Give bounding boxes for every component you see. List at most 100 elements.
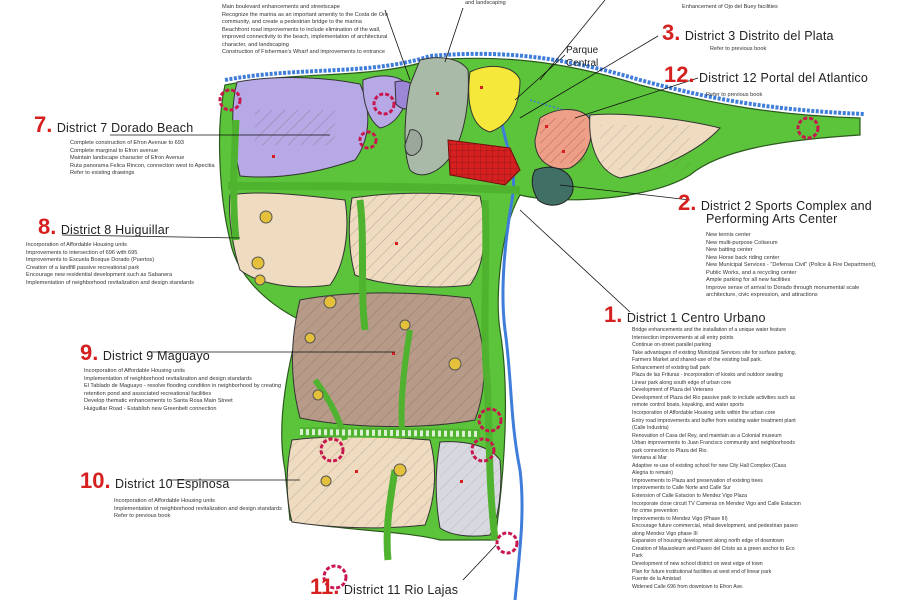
district-9-notes: Incorporation of Affordable Housing unit… bbox=[84, 368, 281, 413]
district-name: District 8 Huiguillar bbox=[60, 223, 170, 237]
note-line: and landscaping bbox=[465, 0, 506, 6]
district-number: 12. bbox=[664, 62, 695, 87]
note-line: Extension of Calle Estacion to Mendez Vi… bbox=[632, 493, 747, 500]
district-number: 8. bbox=[38, 214, 57, 239]
note-line: for crime prevention bbox=[632, 508, 678, 515]
note-line: Ventana al Mar bbox=[632, 455, 667, 462]
note-line: Encourage new residential development su… bbox=[26, 272, 173, 278]
district-8-notes: Incorporation of Affordable Housing unit… bbox=[26, 242, 194, 287]
note-line: Beachfront road improvements to include … bbox=[222, 26, 381, 33]
top-notes-right: Enhancement of Ojo del Buey facilities bbox=[682, 4, 778, 12]
note-line: Huiguillar Road - Establish new Greenbel… bbox=[84, 405, 217, 412]
district-name: District 2 Sports Complex and bbox=[700, 199, 872, 213]
note-line: Renovation of Casa del Rey, and maintain… bbox=[632, 432, 782, 439]
greenway-east bbox=[481, 199, 499, 541]
parque-central-label: Parque Central bbox=[566, 44, 598, 70]
note-line: Improvements to Mendez Vigo (Phase III) bbox=[632, 515, 728, 522]
note-line: Construction of Fisherman's Wharf and im… bbox=[222, 49, 386, 55]
note-line: Development of Plaza del Rio passive par… bbox=[632, 394, 796, 401]
note-line: Improvements to Calle Norte and Calle Su… bbox=[632, 485, 731, 492]
facility-markers bbox=[251, 210, 462, 487]
yellow-area bbox=[468, 65, 521, 133]
note-line: Incorporate close circuit TV Cameras on … bbox=[632, 500, 801, 507]
note-line: Adaptive re-use of existing school for n… bbox=[632, 462, 786, 469]
note-line: Incorporation of Affordable Housing unit… bbox=[84, 368, 185, 374]
district-name: District 7 Dorado Beach bbox=[56, 121, 194, 135]
note-line: Maintain landscape character of Efron Av… bbox=[70, 155, 185, 161]
district-number: 2. bbox=[678, 190, 697, 215]
note-line: Improve sense of arrival to Dorado throu… bbox=[706, 284, 860, 291]
note-line: character, and landscaping bbox=[222, 41, 289, 48]
district-7-label: 7. District 7 Dorado Beach bbox=[34, 112, 193, 138]
note-line: Enhancement of Ojo del Buey facilities bbox=[682, 4, 778, 10]
note-line: Recognize the marina as an important ame… bbox=[222, 11, 389, 18]
note-line: Ample parking for all new facilities bbox=[706, 277, 791, 283]
note-line: Plaza de las Frituras - incorporation of… bbox=[632, 372, 783, 379]
note-line: Main boulevard enhancements and streetsc… bbox=[222, 4, 340, 10]
district-2-label: 2. District 2 Sports Complex and bbox=[678, 190, 872, 216]
top-notes-center: and landscaping bbox=[465, 0, 506, 8]
district-1-label: 1. District 1 Centro Urbano bbox=[604, 302, 766, 328]
note-line: Incorporation of Affordable Housing unit… bbox=[26, 242, 127, 248]
note-line: Expansion of housing development along n… bbox=[632, 538, 784, 545]
note-line: Improvements to Escuela Bosque Dorado (P… bbox=[26, 257, 155, 263]
note-line: New tennis center bbox=[706, 232, 751, 238]
note-line: Urban improvements to Juan Francisco com… bbox=[632, 440, 795, 447]
gray-blob bbox=[404, 129, 423, 156]
district-9-label: 9. District 9 Maguayo bbox=[80, 340, 210, 366]
parque-line: Parque bbox=[566, 45, 599, 56]
district-2-area bbox=[531, 166, 574, 206]
greenway-mid bbox=[398, 329, 413, 431]
district-12-label: 12. District 12 Portal del Atlantico bbox=[664, 62, 868, 88]
note-line: Refer to previous book bbox=[710, 46, 767, 52]
district-10-notes: Incorporation of Affordable Housing unit… bbox=[114, 498, 282, 521]
district-markers bbox=[272, 86, 565, 483]
note-line: Development of Plaza del Veterano bbox=[632, 387, 714, 394]
note-line: Improvements to Plaza and preservation o… bbox=[632, 477, 763, 484]
note-line: New Municipal Services - "Defensa Civil"… bbox=[706, 262, 877, 268]
district-3-label: 3. District 3 Distrito del Plata bbox=[662, 20, 834, 46]
note-line: Plan for future institutional facilities… bbox=[632, 568, 772, 575]
north-road bbox=[227, 182, 521, 194]
greenway-west bbox=[230, 119, 240, 241]
district-11-label: 11. District 11 Rio Lajas bbox=[310, 574, 458, 600]
district-number: 1. bbox=[604, 302, 623, 327]
note-line: Implementation of neighborhood revitaliz… bbox=[84, 375, 252, 382]
note-line: New Horse back riding center bbox=[706, 254, 780, 261]
district-12-notes: Refer to previous book bbox=[706, 92, 762, 100]
note-line: Incorporation of Affordable Housing unit… bbox=[632, 410, 776, 417]
note-line: Ruta panorama Felica Rincon, connection … bbox=[70, 162, 215, 169]
note-line: Refer to existing drawings bbox=[70, 170, 135, 176]
district-3-notes: Refer to previous book bbox=[710, 46, 766, 54]
note-line: Improvements to intersection of 696 with… bbox=[26, 249, 138, 256]
district-8-label: 8. District 8 Huiguillar bbox=[38, 214, 169, 240]
note-line: Complete construction of Efron Avenue to… bbox=[70, 140, 185, 146]
note-line: improved connectivity to the beach, impl… bbox=[222, 34, 388, 40]
note-line: Complete marginal to Efron avenue bbox=[70, 147, 158, 154]
note-line: Encourage future commercial, retail deve… bbox=[632, 523, 798, 530]
district-8-area bbox=[229, 192, 348, 288]
note-line: Continue on-street parallel parking bbox=[632, 342, 712, 349]
district-name: District 9 Maguayo bbox=[102, 349, 210, 363]
note-line: Development of new school district on we… bbox=[632, 560, 763, 567]
note-line: Bridge enhancements and the installation… bbox=[632, 327, 786, 333]
note-line: (Calle Industria) bbox=[632, 425, 669, 432]
note-line: Intersection improvements at all entry p… bbox=[632, 334, 734, 341]
coastline bbox=[224, 51, 866, 116]
greenway-center bbox=[356, 199, 369, 331]
note-line: architecture, civic expression, and attr… bbox=[706, 292, 818, 298]
note-line: Implementation of neighborhood revitaliz… bbox=[114, 505, 282, 512]
district-name: District 1 Centro Urbano bbox=[626, 311, 766, 325]
note-line: Alegria to remain) bbox=[632, 470, 673, 477]
note-line: Implementation of neighborhood revitaliz… bbox=[26, 279, 194, 286]
note-line: El Tablado de Maguayo - resolve flooding… bbox=[84, 383, 282, 389]
note-line: Fuente de la Amistad bbox=[632, 576, 681, 583]
note-line: Park bbox=[632, 553, 643, 560]
district-number: 11. bbox=[310, 574, 340, 599]
district-name: District 10 Espinosa bbox=[115, 477, 230, 491]
note-line: Take advantages of existing Municipal Se… bbox=[632, 349, 797, 356]
district-7-notes: Complete construction of Efron Avenue to… bbox=[70, 140, 215, 178]
note-line: Refer to previous book bbox=[706, 92, 763, 98]
note-line: Creation of Mausoleum and Paseo del Cris… bbox=[632, 545, 795, 552]
district-number: 9. bbox=[80, 340, 99, 365]
